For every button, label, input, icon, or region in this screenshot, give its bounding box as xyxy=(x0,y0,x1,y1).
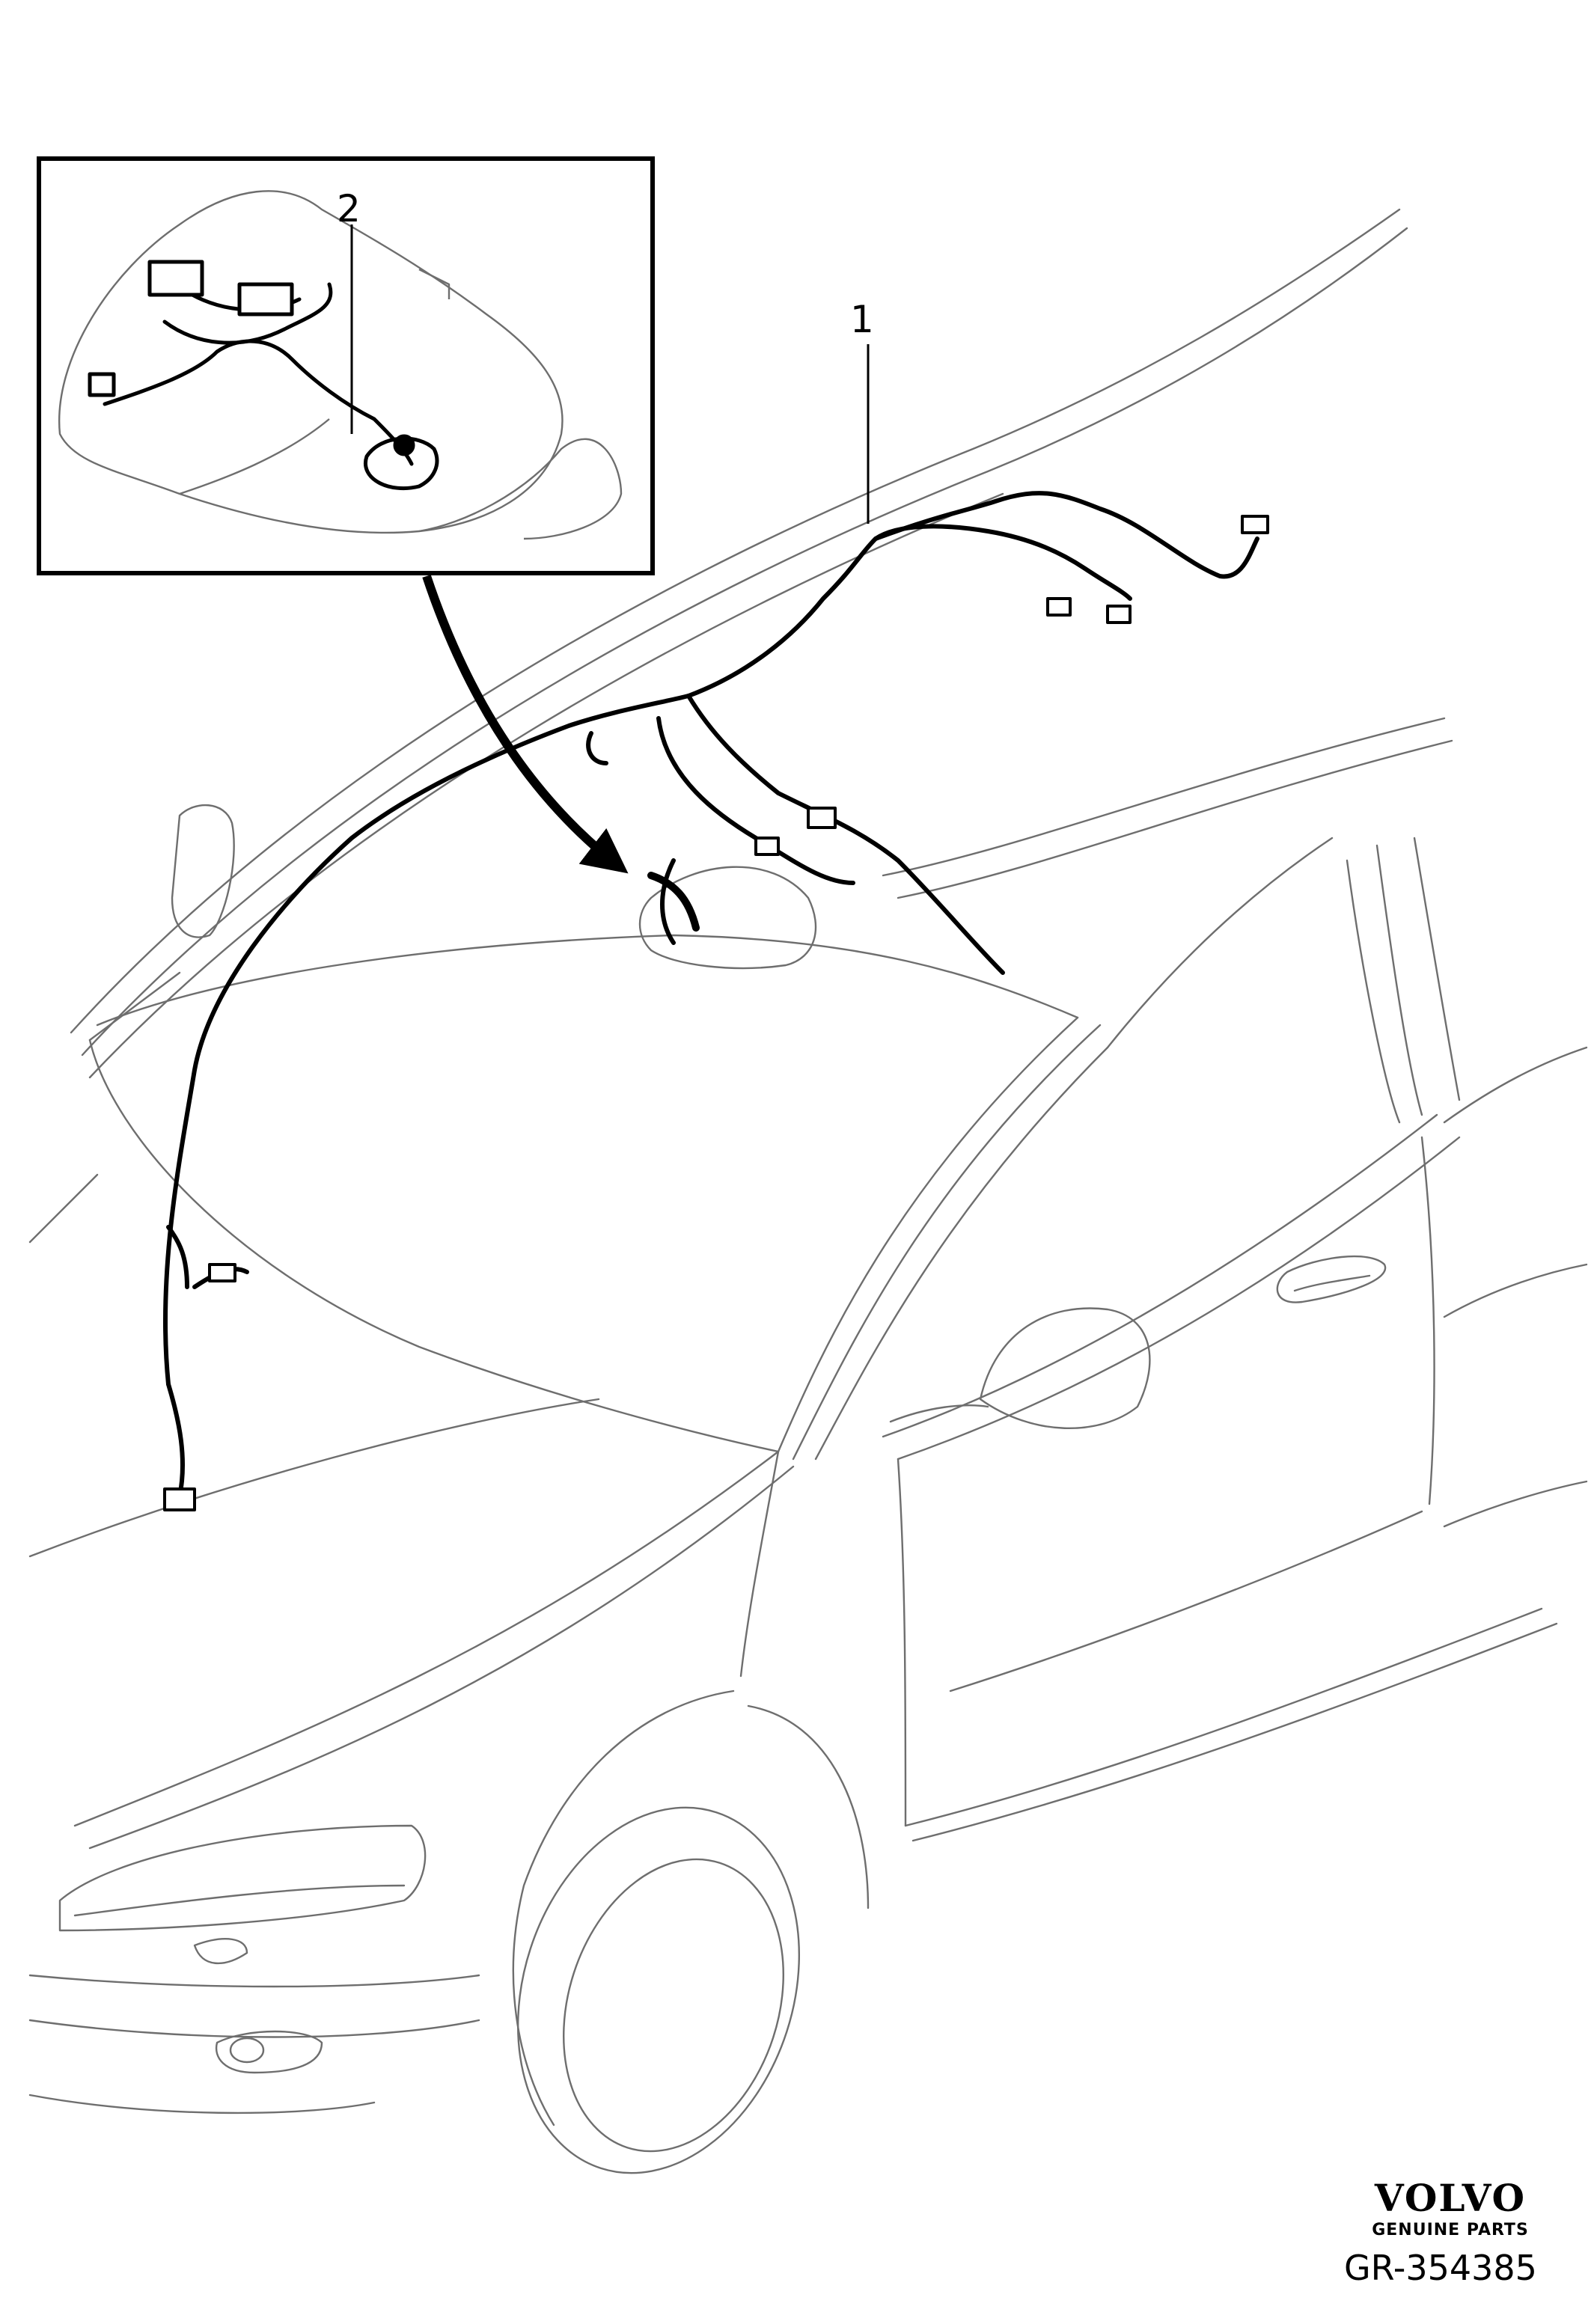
callout-label-2: 2 xyxy=(337,187,361,230)
brand-tagline: GENUINE PARTS xyxy=(1372,2221,1529,2239)
detail-arrow xyxy=(422,575,629,874)
car-body-outline xyxy=(28,208,1588,2174)
inset-detail-box xyxy=(37,156,655,575)
brand-logo-wordmark: VOLVO xyxy=(1374,2176,1527,2220)
callout-label-1: 1 xyxy=(850,298,874,341)
reference-code: GR-354385 xyxy=(1344,2248,1537,2288)
wiring-harness xyxy=(162,491,1269,1511)
